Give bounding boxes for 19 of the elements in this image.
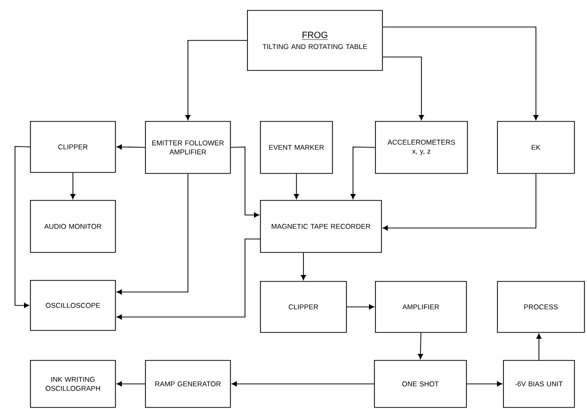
arrow [232,381,374,386]
arrow [300,252,306,280]
arrow [116,144,146,150]
arrow [116,381,146,386]
arrow [116,238,260,320]
arrow [185,40,248,120]
arrow [382,26,538,120]
arrow [466,381,502,386]
arrow [418,332,424,360]
arrow [230,146,260,218]
arrow [382,56,424,120]
arrow [350,146,376,200]
arrow [116,173,188,295]
arrow [536,334,542,360]
arrow [70,172,76,200]
arrow [382,173,536,231]
arrow [14,146,30,308]
arrow [346,304,374,310]
arrow [294,173,299,200]
